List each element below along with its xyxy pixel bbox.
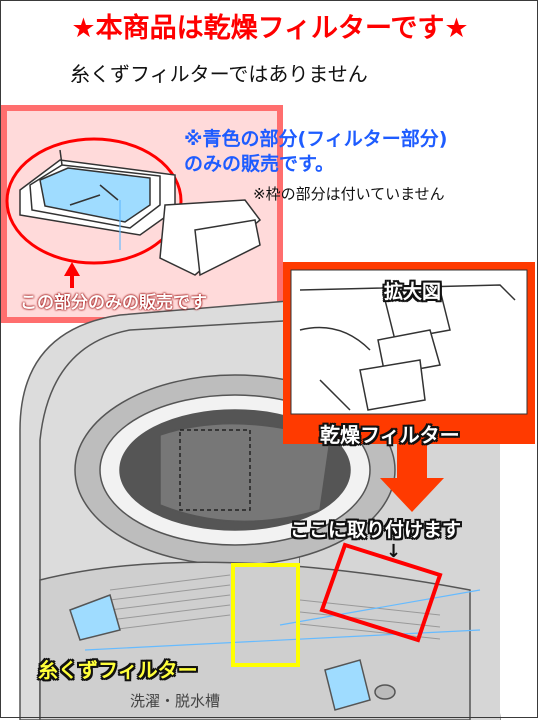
filter-highlight-ellipse (5, 137, 183, 265)
subline: 糸くずフィルターではありません (70, 62, 368, 86)
lint-filter-label: 糸くずフィルター (38, 658, 198, 682)
sale-note-line2: のみの販売です。 (184, 153, 335, 175)
filter-frame-drawing (19, 149, 262, 277)
down-arrow-icon (380, 440, 444, 512)
frame-note: ※枠の部分は付いていません (253, 185, 445, 203)
blue-filter-part (39, 167, 151, 223)
sale-note-line1: ※青色の部分(フィルター部分) (184, 128, 448, 150)
attach-arrow-icon: ↓ (386, 541, 402, 562)
headline: ★本商品は乾燥フィルターです★ (71, 13, 469, 44)
up-arrow-icon (64, 262, 80, 288)
leader-lines (84, 200, 481, 651)
tub-label: 洗濯・脱水槽 (130, 692, 221, 710)
product-caption: この部分のみの販売です (20, 293, 207, 313)
zoom-title: 拡大図 (384, 281, 442, 303)
zoom-label: 乾燥フィルター (320, 423, 460, 447)
attach-here-label: ここに取り付けます (290, 519, 462, 541)
zoom-filter-drawing (299, 284, 516, 411)
attach-point-marker (319, 542, 443, 643)
washer-body (19, 299, 501, 720)
lint-filter-marker (231, 563, 300, 667)
